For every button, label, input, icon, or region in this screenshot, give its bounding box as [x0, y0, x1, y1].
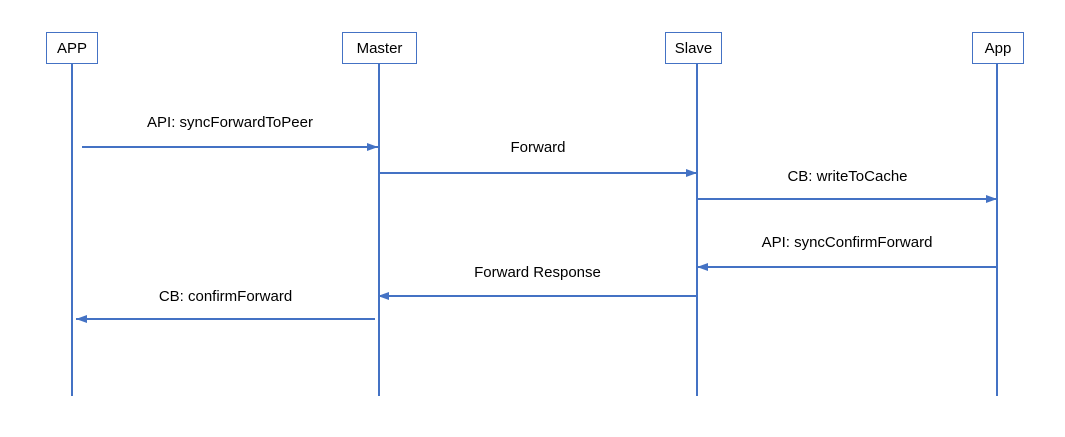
- actor-box-slave: Slave: [665, 32, 722, 64]
- message-label: API: syncForwardToPeer: [147, 114, 313, 131]
- arrowhead-left-icon: [697, 262, 708, 271]
- actor-box-master: Master: [342, 32, 417, 64]
- message-line: [697, 262, 997, 271]
- message-line: [378, 291, 697, 300]
- lifeline-master: [378, 64, 380, 396]
- message-label: Forward Response: [474, 264, 601, 281]
- message-label: CB: writeToCache: [787, 168, 908, 185]
- lifeline-app-right: [996, 64, 998, 396]
- lifeline-slave: [696, 64, 698, 396]
- actor-label: Slave: [674, 39, 713, 57]
- message-label: API: syncConfirmForward: [761, 234, 933, 251]
- arrowhead-right-icon: [986, 194, 997, 203]
- actor-label: APP: [56, 39, 87, 57]
- actor-box-app-left: APP: [46, 32, 98, 64]
- message-line: [76, 314, 375, 323]
- actor-label: App: [984, 39, 1012, 57]
- lifeline-app-left: [71, 64, 73, 396]
- message-label: CB: confirmForward: [158, 288, 293, 305]
- message-label: Forward: [510, 139, 566, 156]
- message-line: [698, 194, 997, 203]
- actor-label: Master: [356, 39, 403, 57]
- arrowhead-right-icon: [686, 168, 697, 177]
- arrowhead-left-icon: [378, 291, 389, 300]
- message-line: [379, 168, 697, 177]
- message-line: [82, 142, 378, 151]
- arrowhead-right-icon: [367, 142, 378, 151]
- actor-box-app-right: App: [972, 32, 1024, 64]
- arrowhead-left-icon: [76, 314, 87, 323]
